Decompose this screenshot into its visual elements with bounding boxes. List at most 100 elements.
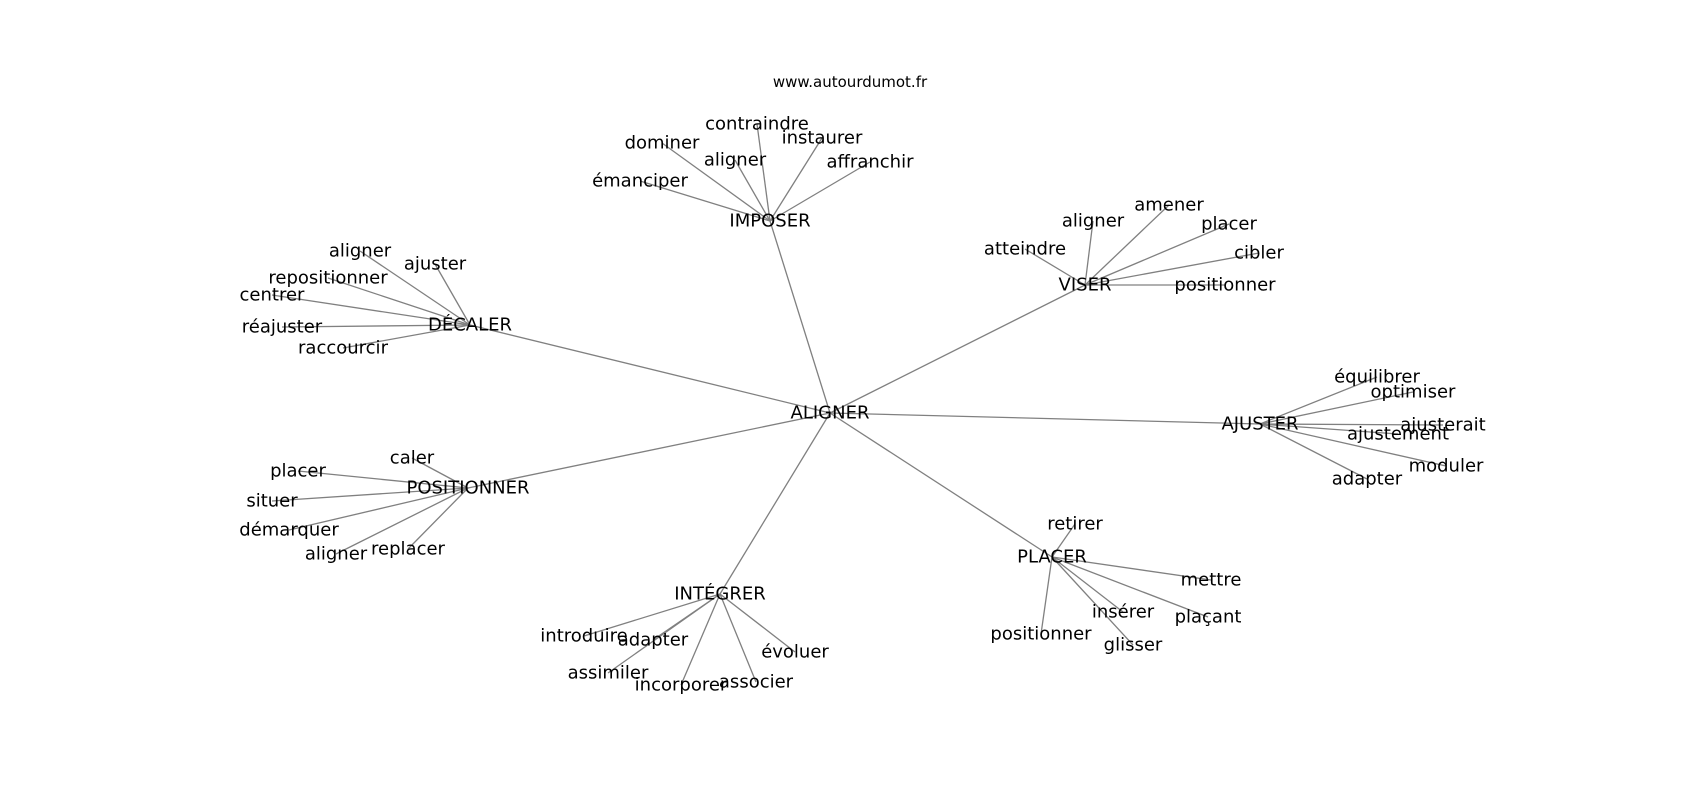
hub-word[interactable]: AJUSTER xyxy=(1221,414,1298,435)
edge-hub-to-leaf xyxy=(434,263,471,326)
leaf-word[interactable]: contraindre xyxy=(705,114,809,135)
leaf-word[interactable]: cibler xyxy=(1234,243,1284,264)
edge-hub-to-leaf xyxy=(1051,556,1209,618)
edge-hub-to-leaf xyxy=(359,250,471,326)
leaf-word[interactable]: repositionner xyxy=(268,268,388,289)
hub-word[interactable]: INTÉGRER xyxy=(674,583,765,605)
leaf-word[interactable]: retirer xyxy=(1047,514,1103,535)
leaf-word[interactable]: plaçant xyxy=(1175,607,1242,628)
edge-hub-to-leaf xyxy=(1024,248,1086,286)
edge-hub-to-leaf xyxy=(1259,423,1444,426)
leaf-word[interactable]: glisser xyxy=(1104,635,1163,656)
graph-labels: www.autourdumot.fr ALIGNER IMPOSER contrai… xyxy=(239,73,1485,696)
leaf-word[interactable]: ajusterait xyxy=(1400,415,1485,436)
leaf-word[interactable]: replacer xyxy=(371,539,446,560)
leaf-word[interactable]: placer xyxy=(1201,214,1257,235)
leaf-word[interactable]: ajuster xyxy=(404,254,467,275)
leaf-word[interactable]: assimiler xyxy=(568,663,649,684)
leaf-word[interactable]: instaurer xyxy=(782,128,863,149)
edge-hub-to-leaf xyxy=(719,593,757,683)
edge-hub-to-leaf xyxy=(335,487,469,555)
leaf-word[interactable]: aligner xyxy=(305,544,368,565)
leaf-word[interactable]: évoluer xyxy=(761,642,829,663)
leaf-word[interactable]: ajustement xyxy=(1347,424,1449,445)
leaf-word[interactable]: aligner xyxy=(704,150,767,171)
center-word[interactable]: ALIGNER xyxy=(791,403,870,424)
edge-hub-to-leaf xyxy=(281,324,471,328)
edge-hub-to-leaf xyxy=(661,142,771,222)
leaf-word[interactable]: associer xyxy=(719,672,794,693)
leaf-word[interactable]: positionner xyxy=(990,624,1092,645)
hub-word[interactable]: VISER xyxy=(1059,275,1112,296)
leaf-word[interactable]: aligner xyxy=(1062,211,1125,232)
edge-center-to-hub xyxy=(829,284,1086,414)
edge-center-to-hub xyxy=(469,324,831,414)
edge-hub-to-leaf xyxy=(1051,556,1212,581)
edge-hub-to-leaf xyxy=(1084,223,1230,286)
edge-hub-to-leaf xyxy=(1259,423,1447,467)
edge-hub-to-leaf xyxy=(680,593,721,686)
edge-hub-to-leaf xyxy=(756,123,771,222)
edge-hub-to-leaf xyxy=(411,457,469,489)
hub-word[interactable]: DÉCALER xyxy=(428,314,512,336)
edge-hub-to-leaf xyxy=(1259,391,1414,425)
leaf-word[interactable]: caler xyxy=(390,448,435,469)
leaf-word[interactable]: affranchir xyxy=(827,152,915,173)
edge-hub-to-leaf xyxy=(607,593,721,674)
edge-center-to-hub xyxy=(829,412,1053,558)
leaf-word[interactable]: centrer xyxy=(240,285,306,306)
hub-word[interactable]: PLACER xyxy=(1017,547,1087,568)
hub-word[interactable]: IMPOSER xyxy=(729,211,810,232)
edge-hub-to-leaf xyxy=(271,294,471,326)
leaf-word[interactable]: mettre xyxy=(1181,570,1242,591)
edge-hub-to-leaf xyxy=(1259,423,1399,435)
edge-hub-to-leaf xyxy=(1084,204,1170,286)
leaf-word[interactable]: démarquer xyxy=(239,520,339,541)
edge-center-to-hub xyxy=(829,412,1261,425)
edge-hub-to-leaf xyxy=(734,159,771,222)
edge-center-to-hub xyxy=(467,412,831,489)
leaf-word[interactable]: atteindre xyxy=(984,239,1066,260)
edge-hub-to-leaf xyxy=(407,487,469,550)
leaf-word[interactable]: insérer xyxy=(1092,602,1155,623)
edge-hub-to-leaf xyxy=(271,487,469,502)
edge-center-to-hub xyxy=(719,412,831,595)
leaf-word[interactable]: équilibrer xyxy=(1334,367,1420,388)
edge-hub-to-leaf xyxy=(297,470,469,489)
leaf-word[interactable]: incorporer xyxy=(635,675,728,696)
edge-hub-to-leaf xyxy=(1040,556,1053,635)
edge-center-to-hub xyxy=(769,220,831,414)
edge-hub-to-leaf xyxy=(327,277,471,326)
leaf-word[interactable]: optimiser xyxy=(1371,382,1456,403)
edge-hub-to-leaf xyxy=(583,593,721,637)
edge-hub-to-leaf xyxy=(1051,556,1124,613)
edge-hub-to-leaf xyxy=(769,137,823,222)
edge-hub-to-leaf xyxy=(342,324,471,349)
leaf-word[interactable]: aligner xyxy=(329,241,392,262)
leaf-word[interactable]: raccourcir xyxy=(298,338,389,359)
edge-hub-to-leaf xyxy=(1051,523,1076,558)
hub-word[interactable]: POSITIONNER xyxy=(406,478,529,499)
site-url[interactable]: www.autourdumot.fr xyxy=(773,73,928,91)
edge-hub-to-leaf xyxy=(639,180,771,222)
leaf-word[interactable]: positionner xyxy=(1174,275,1276,296)
edge-hub-to-leaf xyxy=(288,487,469,531)
leaf-word[interactable]: adapter xyxy=(618,630,689,651)
edge-hub-to-leaf xyxy=(1259,423,1368,480)
edge-hub-to-leaf xyxy=(769,161,871,222)
leaf-word[interactable]: introduire xyxy=(540,626,627,647)
leaf-word[interactable]: moduler xyxy=(1409,456,1484,477)
graph-edges xyxy=(271,123,1447,686)
leaf-word[interactable]: dominer xyxy=(625,133,700,154)
leaf-word[interactable]: émanciper xyxy=(592,171,688,192)
leaf-word[interactable]: réajuster xyxy=(242,317,323,338)
edge-hub-to-leaf xyxy=(1084,252,1260,286)
leaf-word[interactable]: situer xyxy=(246,491,298,512)
edge-hub-to-leaf xyxy=(1051,556,1134,646)
leaf-word[interactable]: adapter xyxy=(1332,469,1403,490)
leaf-word[interactable]: placer xyxy=(270,461,326,482)
edge-hub-to-leaf xyxy=(1259,376,1378,425)
edge-hub-to-leaf xyxy=(1084,220,1094,286)
leaf-word[interactable]: amener xyxy=(1134,195,1204,216)
